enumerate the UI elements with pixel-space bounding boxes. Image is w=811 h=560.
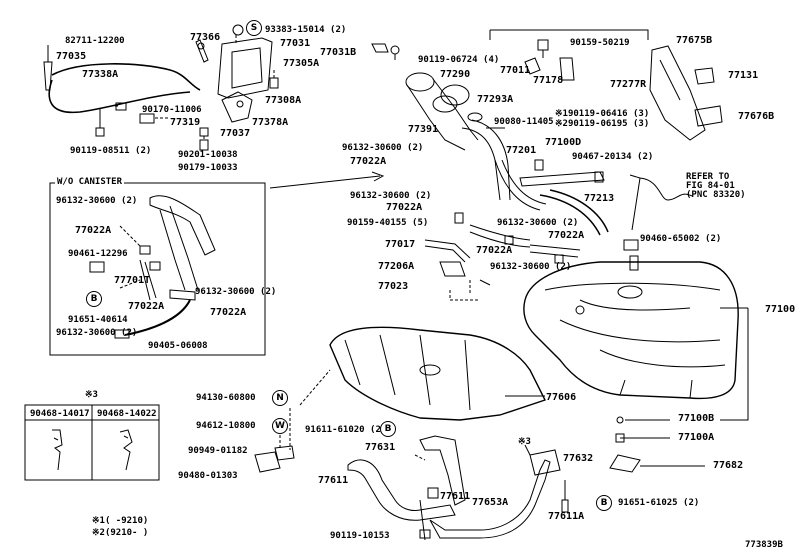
part-77011: 77011 (500, 65, 531, 76)
part-96132-b: 96132-30600 (2) (350, 191, 432, 201)
inset-part-a: 90468-14017 (30, 409, 90, 419)
part-77100B: 77100B (678, 413, 715, 424)
part-77201: 77201 (506, 145, 537, 156)
part-77022A-b: 77022A (386, 202, 423, 213)
part-77366: 77366 (190, 32, 221, 43)
refer-line2: FIG 84-01 (686, 181, 735, 191)
part-77632: 77632 (563, 453, 594, 464)
inset-part-b: 90468-14022 (97, 409, 157, 419)
part-77290: 77290 (440, 69, 471, 80)
part-77022A-a: 77022A (350, 156, 387, 167)
part-90119-06195: ※290119-06195 (3) (555, 119, 650, 129)
part-90170: 90170-11006 (142, 105, 202, 115)
part-77178: 77178 (533, 75, 564, 86)
part-77682: 77682 (713, 460, 744, 471)
part-77100D: 77100D (545, 137, 582, 148)
part-77631: 77631 (365, 442, 396, 453)
part-77023: 77023 (378, 281, 409, 292)
part-77037: 77037 (220, 128, 251, 139)
part-77293A: 77293A (477, 94, 514, 105)
part-90201: 90201-10038 (178, 150, 238, 160)
badge-b-mid: B (380, 421, 396, 437)
part-90179: 90179-10033 (178, 163, 238, 173)
part-77206A: 77206A (378, 261, 415, 272)
part-90119-06724: 90119-06724 (4) (418, 55, 500, 65)
part-77676B: 77676B (738, 111, 775, 122)
part-96132-g: 96132-30600 (2) (56, 328, 138, 338)
part-77213: 77213 (584, 193, 615, 204)
part-77611: 77611 (318, 475, 349, 486)
part-90119-10153: 90119-10153 (330, 531, 390, 541)
part-77100A: 77100A (678, 432, 715, 443)
badge-s: S (246, 20, 262, 36)
part-77022A-d: 77022A (476, 245, 513, 256)
part-90405: 90405-06008 (148, 341, 208, 351)
part-90080: 90080-11405 (494, 117, 554, 127)
part-77611-b: 77611 (440, 491, 471, 502)
part-96132-a: 96132-30600 (2) (342, 143, 424, 153)
part-90460: 90460-65002 (2) (640, 234, 722, 244)
part-96132-c: 96132-30600 (2) (497, 218, 579, 228)
badge-b-right: B (596, 495, 612, 511)
part-77022A-g: 77022A (210, 307, 247, 318)
part-77100: 77100 (765, 304, 796, 315)
part-77305A: 77305A (283, 58, 320, 69)
part-77378A: 77378A (252, 117, 289, 128)
part-91651-40614: 91651-40614 (68, 315, 128, 325)
badge-w: W (272, 418, 288, 434)
part-77653A: 77653A (472, 497, 509, 508)
part-77338A: 77338A (82, 69, 119, 80)
part-77606: 77606 (546, 392, 577, 403)
part-77277R: 77277R (610, 79, 647, 90)
part-94612: 94612-10800 (196, 421, 256, 431)
part-90119-06416: ※190119-06416 (3) (555, 109, 650, 119)
part-77035: 77035 (56, 51, 87, 62)
inset-star3: ※3 (85, 390, 98, 400)
refer-line3: (PNC 83320) (686, 190, 746, 200)
part-82711: 82711-12200 (65, 36, 125, 46)
wo-canister-title: W/O CANISTER (55, 177, 125, 187)
part-77131: 77131 (728, 70, 759, 81)
part-91611: 91611-61020 (2) (305, 425, 387, 435)
part-90480: 90480-01303 (178, 471, 238, 481)
refer-line1: REFER TO (686, 172, 730, 182)
note-1: ※1( -9210) (92, 516, 149, 526)
part-94130: 94130-60800 (196, 393, 256, 403)
part-90159-40155: 90159-40155 (5) (347, 218, 429, 228)
part-77675B: 77675B (676, 35, 713, 46)
part-77611A: 77611A (548, 511, 585, 522)
part-77391: 77391 (408, 124, 439, 135)
part-90467: 90467-20134 (2) (572, 152, 654, 162)
note-2: ※2(9210- ) (92, 528, 149, 538)
part-77031B: 77031B (320, 47, 357, 58)
part-91651-61025: 91651-61025 (2) (618, 498, 700, 508)
part-90461: 90461-12296 (68, 249, 128, 259)
part-77017: 77017 (385, 239, 416, 250)
badge-b-box: B (86, 291, 102, 307)
part-77701T: 77701T (114, 275, 151, 286)
part-96132-f: 96132-30600 (2) (195, 287, 277, 297)
part-96132-d: 96132-30600 (2) (490, 262, 572, 272)
part-77022A-c: 77022A (548, 230, 585, 241)
part-96132-e: 96132-30600 (2) (56, 196, 138, 206)
part-77022A-e: 77022A (75, 225, 112, 236)
part-77031: 77031 (280, 38, 311, 49)
part-90119-08511: 90119-08511 (2) (70, 146, 152, 156)
part-90159-50219: 90159-50219 (570, 38, 630, 48)
part-77308A: 77308A (265, 95, 302, 106)
part-90949: 90949-01182 (188, 446, 248, 456)
badge-n: N (272, 390, 288, 406)
part-93383: 93383-15014 (2) (265, 25, 347, 35)
part-77022A-f: 77022A (128, 301, 165, 312)
diagram-code: 773839B (745, 540, 783, 550)
star3-label: ※3 (518, 437, 531, 447)
part-77319: 77319 (170, 117, 201, 128)
